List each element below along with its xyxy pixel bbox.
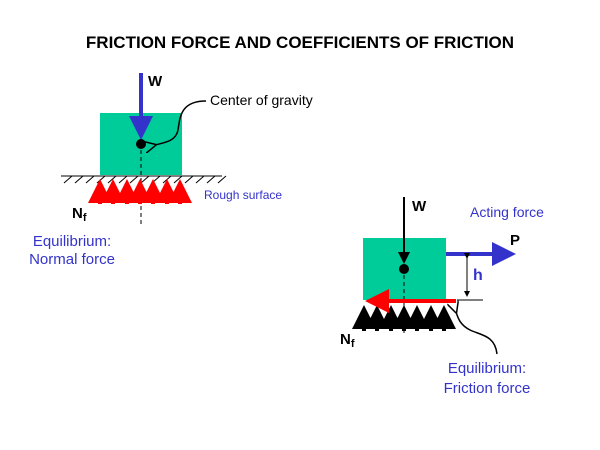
caption-line2: Friction force: [444, 380, 531, 397]
height-label: h: [473, 267, 483, 284]
weight-label: W: [148, 73, 163, 90]
hatch-mark: [129, 175, 139, 184]
center-of-gravity-dot: [399, 264, 409, 274]
acting-force-label: Acting force: [470, 204, 544, 220]
hatch-mark: [173, 175, 183, 184]
hatch-mark: [140, 175, 150, 184]
normal-label: Nf: [72, 205, 87, 224]
hatch-mark: [151, 175, 161, 184]
hatch-mark: [85, 175, 95, 184]
page-title: FRICTION FORCE AND COEFFICIENTS OF FRICT…: [86, 33, 514, 52]
hatch-mark: [118, 175, 128, 184]
surface-label: Rough surface: [204, 188, 282, 202]
hatch-mark: [63, 175, 73, 184]
hatch-mark: [195, 175, 205, 184]
hatch-mark: [74, 175, 84, 184]
hatch-mark: [162, 175, 172, 184]
friction-pointer-arrow: [456, 312, 498, 355]
caption-line1: Equilibrium:: [448, 360, 526, 377]
left-diagram: W Center of gravity Rough surface Nf Equ…: [29, 73, 313, 268]
hatch-mark: [206, 175, 216, 184]
force-label: P: [510, 232, 520, 249]
center-of-gravity-dot: [136, 139, 146, 149]
caption-line2: Normal force: [29, 251, 115, 268]
hatch-mark: [96, 175, 106, 184]
hatch-mark: [184, 175, 194, 184]
normal-label: Nf: [340, 331, 355, 350]
weight-label: W: [412, 198, 427, 215]
cog-pointer-arrow: [155, 100, 207, 145]
surface-hatching: [63, 175, 227, 184]
cog-label: Center of gravity: [210, 92, 313, 108]
hatch-mark: [217, 175, 227, 184]
hatch-mark: [107, 175, 117, 184]
normal-force-arrows: [88, 179, 192, 204]
normal-force-arrows: [352, 305, 456, 331]
right-diagram: W Acting force P h Nf Equilibrium: Frict…: [340, 197, 544, 397]
caption-line1: Equilibrium:: [33, 233, 111, 250]
